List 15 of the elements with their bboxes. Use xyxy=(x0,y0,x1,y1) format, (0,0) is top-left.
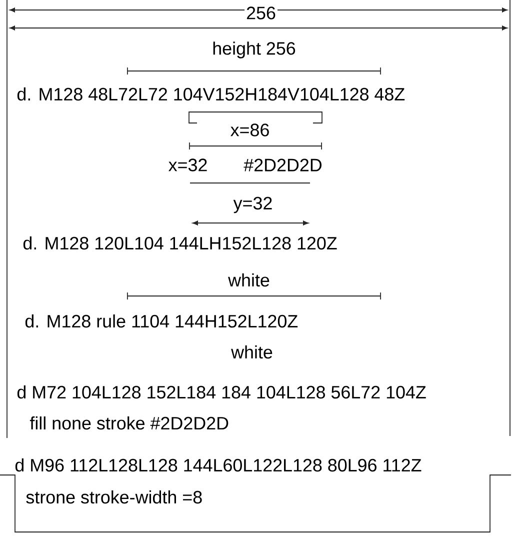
annotation-text: d. M128 rule 1104 144H152L120Z xyxy=(23,312,300,330)
annotation-text: 256 xyxy=(244,5,278,21)
annotation-text: height 256 xyxy=(210,40,298,60)
annotation-text: d. M128 120L104 144LH152L128 120Z xyxy=(21,234,339,252)
annotation-text: d M72 104L128 152L184 184 104L128 56L72 104Z xyxy=(15,384,428,400)
annotation-text: strone stroke-width =8 xyxy=(24,488,204,506)
annotation-text: fill none stroke #2D2D2D xyxy=(28,414,231,432)
annotation-text: d. M128 48L72L72 104V152H184V104L128 48Z xyxy=(15,86,407,102)
annotation-text: y=32 xyxy=(232,195,274,215)
annotation-text: x=32 xyxy=(166,157,210,173)
annotation-text: white xyxy=(226,272,272,288)
annotation-text: x=86 xyxy=(228,122,272,138)
annotation-text: white xyxy=(230,344,274,360)
annotation-text: d M96 112L128L128 144L60L122L128 80L96 112Z xyxy=(13,456,424,474)
annotation-text: #2D2D2D xyxy=(242,157,324,173)
